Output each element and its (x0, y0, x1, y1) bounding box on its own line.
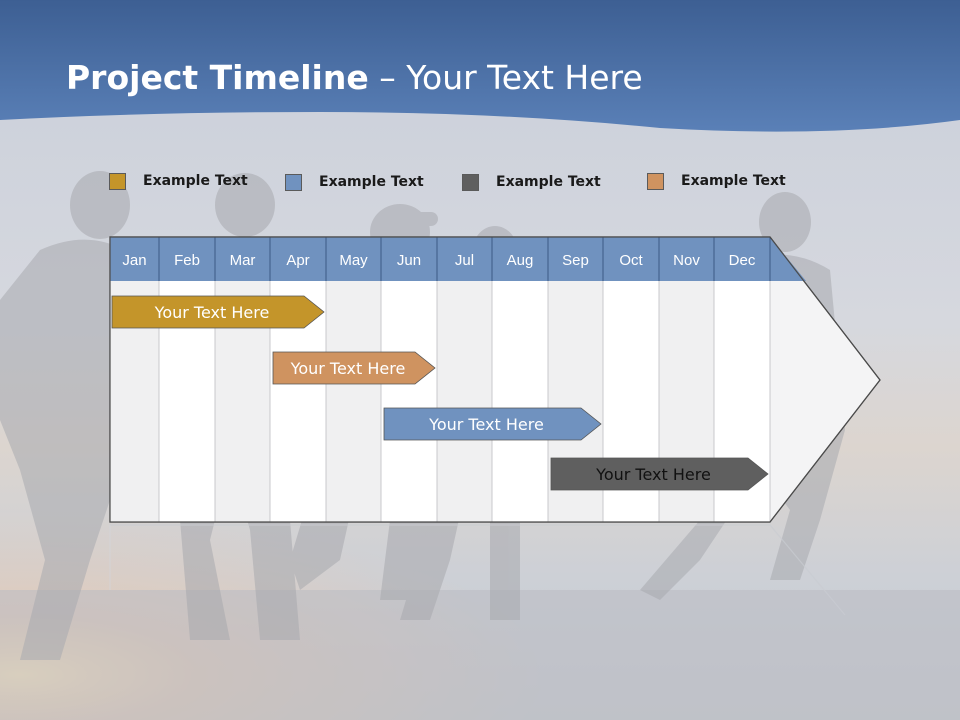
legend-swatch-gold (109, 172, 126, 190)
month-label-may: May (339, 252, 368, 269)
legend-swatch-gray (462, 173, 479, 191)
task-bar (550, 457, 769, 491)
title-bold: Project Timeline (66, 58, 369, 97)
legend-label: Example Text (681, 173, 786, 189)
month-column (381, 281, 437, 522)
month-label-mar: Mar (230, 252, 256, 269)
legend-item-tan: Example Text (647, 170, 786, 192)
task-bar (111, 295, 325, 329)
legend-label: Example Text (143, 173, 248, 189)
month-label-dec: Dec (729, 252, 756, 269)
legend-item-gold: Example Text (109, 170, 248, 192)
month-column (437, 281, 492, 522)
task-bar-label: Your Text Here (154, 303, 270, 322)
month-label-feb: Feb (174, 252, 200, 269)
slide-title: Project Timeline – Your Text Here (66, 58, 643, 97)
task-bar-label: Your Text Here (428, 415, 544, 434)
task-bar (383, 407, 602, 441)
month-label-jun: Jun (397, 252, 421, 269)
task-bar (272, 351, 436, 385)
month-label-jan: Jan (122, 252, 146, 269)
month-label-sep: Sep (562, 252, 589, 269)
month-label-jul: Jul (455, 252, 474, 269)
timeline-reflection (110, 524, 846, 616)
month-label-oct: Oct (619, 252, 643, 269)
month-label-aug: Aug (507, 252, 534, 269)
month-header-band (110, 237, 806, 281)
month-column (326, 281, 381, 522)
timeline-outline (109, 236, 881, 523)
month-column (492, 281, 548, 522)
month-label-nov: Nov (673, 252, 700, 269)
header-banner (0, 0, 960, 132)
legend-label: Example Text (496, 174, 601, 190)
task-bar-label: Your Text Here (595, 465, 711, 484)
title-rest: – Your Text Here (368, 58, 643, 97)
task-bar-label: Your Text Here (290, 359, 406, 378)
legend-label: Example Text (319, 174, 424, 190)
legend-swatch-tan (647, 172, 664, 190)
month-label-apr: Apr (286, 252, 309, 269)
legend-item-blue: Example Text (285, 171, 424, 193)
legend-swatch-blue (285, 173, 302, 191)
legend-item-gray: Example Text (462, 171, 601, 193)
